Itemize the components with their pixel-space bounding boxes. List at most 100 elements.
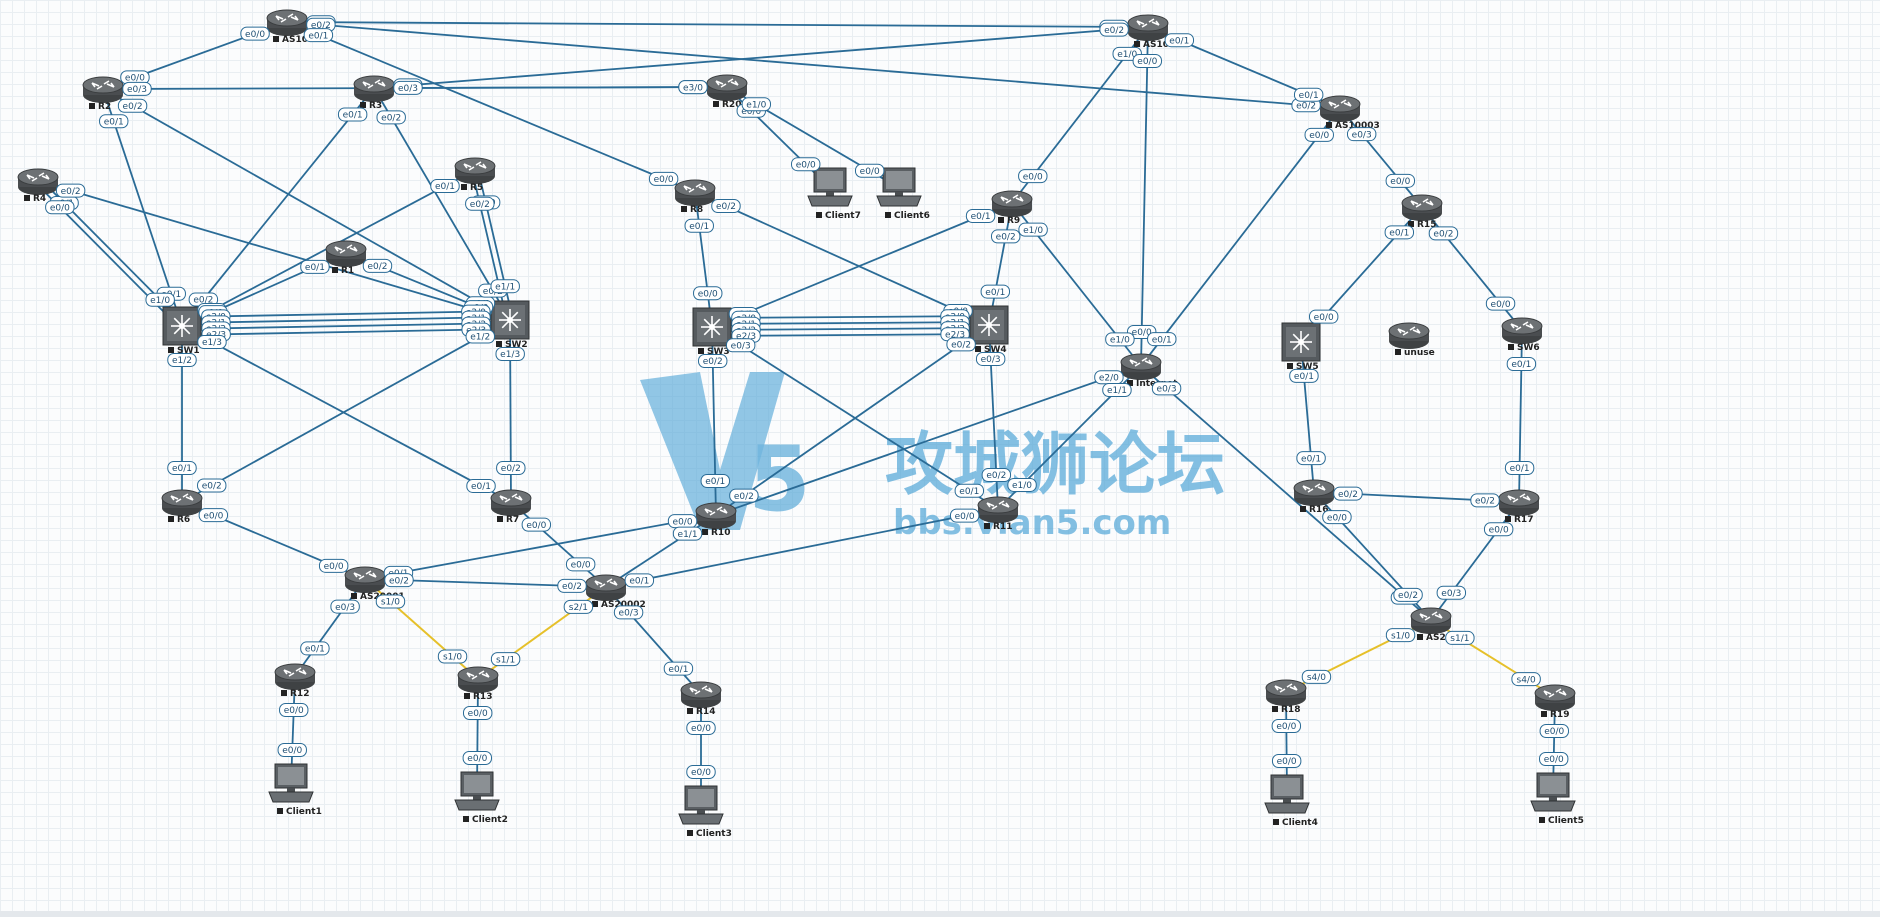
link-as10003-internet[interactable] [1140, 107, 1341, 367]
device-client3[interactable]: Client3 [678, 785, 732, 839]
device-r19[interactable]: R19 [1534, 684, 1576, 720]
link-r10-as20001[interactable] [364, 514, 717, 580]
device-r3[interactable]: R3 [353, 75, 395, 111]
link-r8-sw3[interactable] [694, 191, 713, 328]
link-r9-sw4[interactable] [988, 202, 1013, 326]
link-r2-sw1[interactable] [102, 88, 183, 327]
link-r15-sw6[interactable] [1421, 206, 1523, 331]
device-r6[interactable]: R6 [161, 489, 203, 525]
bottom-scroll-bar[interactable] [0, 911, 1880, 917]
link-r5-sw2[interactable] [477, 169, 514, 320]
router-icon [1265, 679, 1307, 706]
device-r1[interactable]: R1 [325, 240, 367, 276]
device-r11[interactable]: R11 [977, 496, 1019, 532]
link-as10001-as10002[interactable] [286, 21, 1149, 28]
link-internet-r10[interactable] [715, 365, 1142, 516]
device-client7[interactable]: Client7 [807, 167, 861, 221]
svg-text:R16: R16 [1309, 505, 1328, 515]
device-client2[interactable]: Client2 [454, 771, 508, 825]
device-r18[interactable]: R18 [1265, 679, 1307, 715]
link-as20002-r14[interactable] [605, 586, 702, 695]
device-r14[interactable]: R14 [680, 681, 722, 717]
router-icon [1410, 607, 1452, 634]
device-r16[interactable]: R16 [1293, 479, 1335, 515]
watermark-url: bbs.vlan5.com [893, 503, 1171, 543]
link-as10001-r8[interactable] [286, 21, 696, 193]
link-r4-sw2[interactable] [37, 180, 511, 321]
svg-text:e1/0: e1/0 [746, 100, 766, 110]
port-label: e0/1 [300, 259, 330, 274]
svg-text:e0/2: e0/2 [1475, 497, 1495, 507]
link-internet-as20003[interactable] [1140, 365, 1432, 621]
link-sw2-r6[interactable] [181, 319, 511, 503]
device-label: SW3 [698, 347, 730, 357]
svg-text:e0/2: e0/2 [1398, 591, 1418, 601]
device-r20[interactable]: R20 [706, 74, 748, 110]
device-client5[interactable]: Client5 [1530, 772, 1584, 826]
device-sw1[interactable]: SW1 [162, 306, 202, 356]
link-as10002-r3[interactable] [373, 26, 1149, 89]
device-client4[interactable]: Client4 [1264, 774, 1318, 828]
link-r3-sw1[interactable] [181, 87, 375, 327]
link-r3-sw2[interactable] [373, 87, 511, 321]
port-label: e0/0 [648, 171, 679, 186]
device-r12[interactable]: R12 [274, 663, 316, 699]
device-client1[interactable]: Client1 [268, 763, 322, 817]
device-as10003[interactable]: AS10003 [1319, 95, 1380, 131]
link-sw1-sw2[interactable] [182, 322, 511, 330]
link-sw6-r17[interactable] [1518, 329, 1523, 503]
device-sw6[interactable]: SW6 [1501, 317, 1543, 353]
link-sw4-r10[interactable] [715, 324, 990, 516]
device-label: AS10003 [1326, 121, 1380, 131]
watermark-title: 攻城狮论坛 [885, 426, 1225, 505]
link-as10001-as10003[interactable] [286, 21, 1341, 109]
link-as10003-r15[interactable] [1339, 107, 1423, 208]
device-r13[interactable]: R13 [457, 666, 499, 702]
device-r9[interactable]: R9 [991, 190, 1033, 226]
device-sw2[interactable]: SW2 [490, 300, 530, 350]
svg-text:R2: R2 [98, 102, 111, 112]
link-sw1-sw2[interactable] [181, 316, 510, 324]
device-as20002[interactable]: AS20002 [585, 574, 646, 610]
link-as10002-internet[interactable] [1140, 26, 1149, 367]
port-label: e0/1 [430, 178, 460, 193]
link-r3-r20[interactable] [373, 86, 728, 89]
link-sw5-r16[interactable] [1300, 341, 1315, 493]
device-r4[interactable]: R4 [17, 168, 59, 204]
device-r5[interactable]: R5 [454, 157, 496, 193]
port-label: s4/0 [1301, 669, 1332, 684]
link-r11-as20002[interactable] [605, 508, 999, 588]
svg-text:R13: R13 [473, 692, 492, 702]
link-sw1-sw2[interactable] [181, 310, 510, 318]
device-sw3[interactable]: SW3 [692, 307, 732, 357]
device-sw5[interactable]: SW5 [1281, 322, 1321, 372]
device-sw4[interactable]: SW4 [969, 305, 1009, 355]
link-sw1-r7[interactable] [181, 325, 512, 503]
port-label: e0/2 [496, 461, 526, 476]
device-r10[interactable]: R10 [695, 502, 737, 538]
svg-text:e0/2: e0/2 [951, 341, 971, 351]
port-label: e0/2 [376, 110, 406, 125]
device-as10001[interactable]: AS10001 [266, 9, 327, 45]
device-as10002[interactable]: AS10002 [1127, 14, 1188, 50]
device-r17[interactable]: R17 [1498, 489, 1540, 525]
link-r17-as20003[interactable] [1430, 501, 1520, 621]
svg-text:e0/2: e0/2 [202, 482, 222, 492]
link-r2-sw2[interactable] [102, 88, 511, 321]
port-label: e0/0 [1485, 296, 1516, 311]
device-r2[interactable]: R2 [82, 76, 124, 112]
device-r7[interactable]: R7 [490, 489, 532, 525]
link-r9-sw3[interactable] [711, 202, 1013, 328]
device-unuse[interactable]: unuse [1388, 322, 1435, 358]
device-client6[interactable]: Client6 [876, 167, 930, 221]
link-r8-sw4[interactable] [694, 191, 990, 326]
link-sw1-sw2[interactable] [182, 328, 511, 336]
port-label: e0/2 [55, 183, 86, 198]
device-r15[interactable]: R15 [1401, 194, 1443, 230]
svg-text:e0/3: e0/3 [1441, 589, 1461, 599]
device-r8[interactable]: R8 [674, 179, 716, 215]
svg-text:e0/2: e0/2 [703, 357, 723, 367]
port-label: e1/1 [490, 279, 520, 294]
port-label: e0/1 [700, 474, 730, 489]
